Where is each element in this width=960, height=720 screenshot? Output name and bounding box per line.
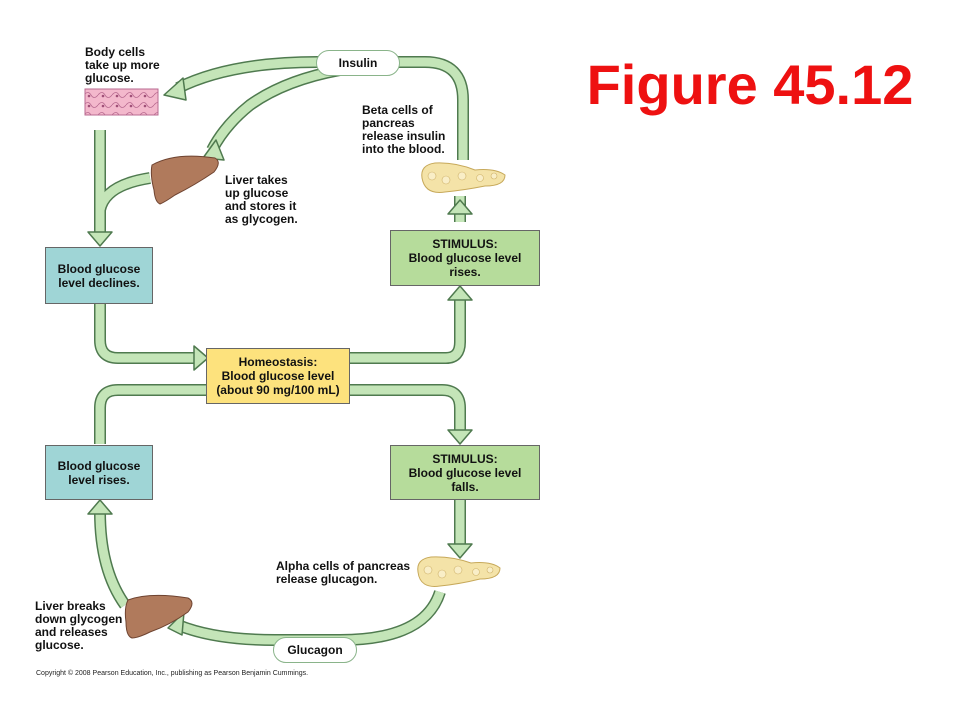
arrowhead-to-stimulus-rises — [447, 285, 473, 301]
copyright-text: Copyright © 2008 Pearson Education, Inc.… — [36, 670, 309, 677]
arrowhead-to-body-cells — [163, 77, 187, 101]
blood-glucose-declines-box: Blood glucose level declines. — [45, 247, 153, 304]
rises-left-text: Blood glucose level rises. — [57, 458, 141, 487]
homeostasis-text: Homeostasis: Blood glucose level (about … — [216, 355, 340, 397]
liver-takes-label: Liver takes up glucose and stores it as … — [225, 173, 298, 226]
blood-glucose-rises-box: Blood glucose level rises. — [45, 445, 153, 500]
arrowhead-to-stimulus-falls — [447, 429, 473, 445]
insulin-label: Insulin — [316, 50, 400, 76]
arrowhead-to-declines — [87, 231, 113, 247]
liver-top-icon — [150, 155, 219, 205]
glucagon-text: Glucagon — [287, 643, 343, 657]
arrowhead-to-rises-left — [87, 499, 113, 515]
arrowhead-to-alpha-cells — [447, 543, 473, 559]
arrowhead-to-homeostasis-left — [193, 345, 209, 371]
pancreas-bottom-icon — [417, 556, 501, 587]
insulin-text: Insulin — [338, 56, 378, 70]
beta-cells-label: Beta cells of pancreas release insulin i… — [362, 103, 446, 156]
body-cells-label: Body cells take up more glucose. — [85, 45, 160, 85]
stimulus-rises-text: STIMULUS: Blood glucose level rises. — [408, 237, 522, 279]
glucagon-label: Glucagon — [273, 637, 357, 663]
stimulus-falls-box: STIMULUS: Blood glucose level falls. — [390, 445, 540, 500]
homeostasis-box: Homeostasis: Blood glucose level (about … — [206, 348, 350, 404]
liver-breaks-label: Liver breaks down glycogen and releases … — [35, 599, 123, 652]
declines-text: Blood glucose level declines. — [57, 261, 141, 290]
liver-bottom-icon — [124, 594, 193, 639]
arrowhead-to-beta-cells — [447, 199, 473, 215]
alpha-cells-label: Alpha cells of pancreas release glucagon… — [276, 559, 411, 586]
stimulus-rises-box: STIMULUS: Blood glucose level rises. — [390, 230, 540, 286]
figure-title: Figure 45.12 — [586, 53, 914, 116]
stimulus-falls-text: STIMULUS: Blood glucose level falls. — [408, 451, 522, 494]
body-cells-image — [84, 88, 159, 116]
pancreas-top-icon — [421, 162, 506, 193]
